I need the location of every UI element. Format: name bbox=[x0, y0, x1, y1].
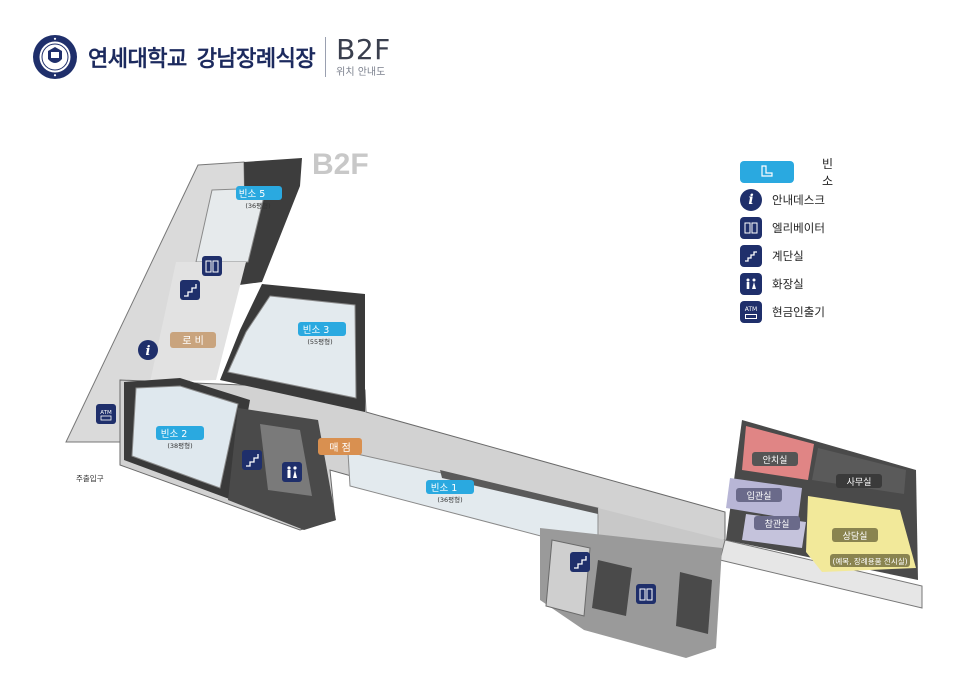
legend: 빈 소 i 안내데스크 엘리베이터 계단실 화장실 ATM 현금인출기 bbox=[740, 157, 940, 326]
venue-title: 연세대학교 강남장례식장 bbox=[88, 41, 316, 73]
elevator-icon[interactable] bbox=[202, 256, 222, 276]
ipgwan-badge bbox=[736, 488, 782, 502]
stairs-icon[interactable] bbox=[242, 450, 262, 470]
floor-watermark: B2F bbox=[312, 148, 369, 181]
south-elevator-b bbox=[676, 572, 712, 634]
funeral-room-icon bbox=[740, 161, 794, 183]
display-badge bbox=[830, 554, 910, 567]
lobby-badge bbox=[170, 332, 216, 348]
info-icon[interactable]: i bbox=[138, 340, 158, 360]
room2-size: (38평형) bbox=[167, 441, 192, 450]
chamgwan-badge bbox=[754, 516, 800, 530]
floor-number: B2F bbox=[336, 33, 391, 66]
south-stair-hall bbox=[545, 539, 591, 617]
room3-floor bbox=[227, 295, 357, 399]
anchi-label: 안치실 bbox=[763, 454, 788, 466]
legend-item-funeral-room: 빈 소 bbox=[740, 157, 940, 188]
room2-label: 빈소 2 bbox=[161, 429, 188, 440]
chamgwan-label: 참관실 bbox=[765, 519, 790, 530]
legend-label: 안내데스크 bbox=[772, 193, 825, 207]
room5-marker[interactable]: 빈소 5 (36평형) bbox=[236, 186, 282, 210]
room5-size: (36평형) bbox=[245, 201, 270, 210]
lobby-label: 로 비 bbox=[182, 335, 204, 347]
ipgwan-label: 입관실 bbox=[747, 490, 772, 502]
store-label: 매 점 bbox=[329, 442, 351, 454]
floor-indicator: B2F 위치 안내도 bbox=[336, 36, 391, 78]
legend-item-info: i 안내데스크 bbox=[740, 186, 940, 214]
room2-marker[interactable]: 빈소 2 (38평형) bbox=[156, 426, 204, 450]
room1-marker[interactable]: 빈소 1 (36평형) bbox=[426, 480, 474, 504]
samu-badge bbox=[836, 474, 882, 488]
room3-size: (55평형) bbox=[307, 337, 332, 346]
room1-size: (36평형) bbox=[437, 495, 462, 504]
legend-label: 화장실 bbox=[772, 277, 804, 291]
south-elevator-a bbox=[592, 560, 632, 616]
atm-icon: ATM bbox=[740, 301, 762, 323]
legend-item-stairs: 계단실 bbox=[740, 242, 940, 270]
elevator-icon bbox=[740, 217, 762, 239]
legend-label: 엘리베이터 bbox=[772, 221, 825, 235]
legend-item-atm: ATM 현금인출기 bbox=[740, 298, 940, 326]
stairs-icon[interactable] bbox=[570, 552, 590, 572]
floor-caption: 위치 안내도 bbox=[336, 67, 386, 78]
entrance-label: 주출입구 bbox=[76, 473, 104, 483]
room3-label: 빈소 3 bbox=[303, 325, 330, 336]
venue-name: 강남장례식장 bbox=[196, 47, 316, 72]
room1-label: 빈소 1 bbox=[431, 483, 458, 494]
sangdam-label: 상담실 bbox=[843, 530, 868, 542]
anchi-badge bbox=[752, 452, 798, 466]
atm-icon[interactable]: ATM bbox=[96, 404, 116, 424]
legend-label: 계단실 bbox=[772, 249, 804, 263]
legend-label: 빈 소 bbox=[821, 157, 872, 188]
room3-marker[interactable]: 빈소 3 (55평형) bbox=[298, 322, 346, 346]
university-name: 연세대학교 bbox=[88, 47, 187, 72]
yonsei-seal-logo bbox=[33, 35, 77, 79]
store-badge bbox=[318, 438, 362, 455]
samu-label: 사무실 bbox=[847, 477, 872, 488]
room5-label: 빈소 5 bbox=[239, 189, 266, 200]
restroom-icon[interactable] bbox=[282, 462, 302, 482]
legend-item-restroom: 화장실 bbox=[740, 270, 940, 298]
lobby-floor bbox=[150, 262, 246, 382]
elevator-icon[interactable] bbox=[636, 584, 656, 604]
sangdam-badge bbox=[832, 528, 878, 542]
info-icon: i bbox=[740, 189, 762, 211]
legend-item-elevator: 엘리베이터 bbox=[740, 214, 940, 242]
header-divider bbox=[325, 37, 327, 77]
svg-text:i: i bbox=[146, 344, 151, 359]
legend-label: 현금인출기 bbox=[772, 305, 825, 319]
svg-text:ATM: ATM bbox=[100, 410, 112, 416]
room1-wall bbox=[440, 470, 598, 514]
header: 연세대학교 강남장례식장 B2F 위치 안내도 bbox=[32, 30, 391, 84]
stairs-icon bbox=[740, 245, 762, 267]
restroom-icon bbox=[740, 273, 762, 295]
samu-room bbox=[812, 448, 906, 494]
stairs-icon[interactable] bbox=[180, 280, 200, 300]
display-label: (예복, 장례용품 전시실) bbox=[832, 556, 907, 566]
